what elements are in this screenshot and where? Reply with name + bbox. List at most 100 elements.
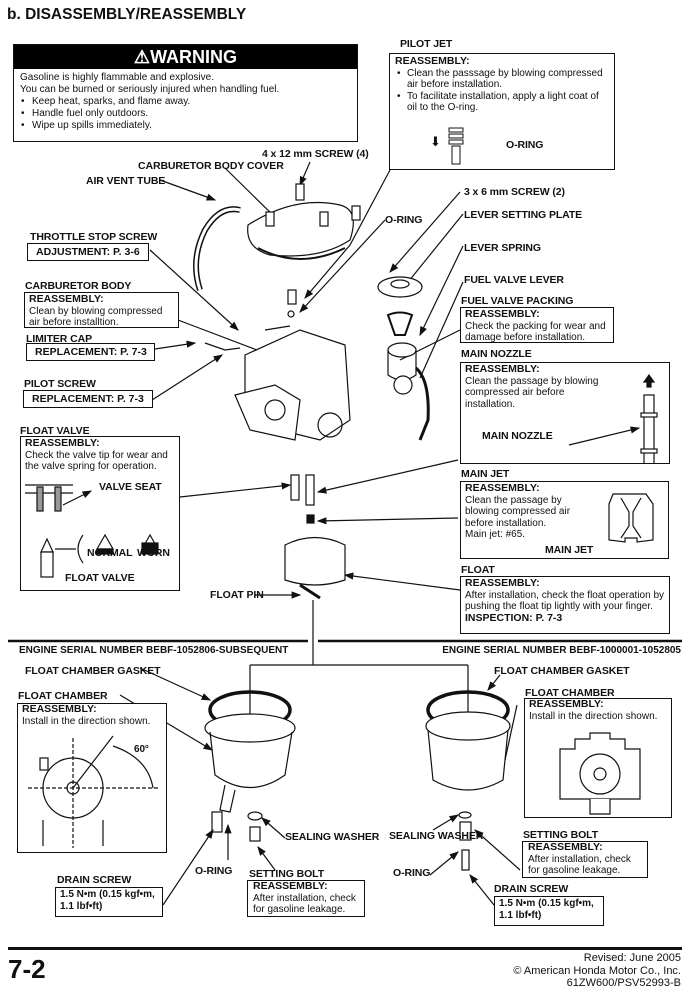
warning-line: You can be burned or seriously injured w… — [20, 84, 280, 95]
valve-seat-label: VALVE SEAT — [99, 481, 162, 493]
main-jet-box: REASSEMBLY: Clean the passage by blowing… — [460, 481, 669, 559]
warning-line: Gasoline is highly flammable and explosi… — [20, 72, 214, 83]
fuel-valve-packing-text: Check the packing for wear and damage be… — [465, 320, 606, 344]
pilot-jet-label: PILOT JET — [400, 38, 453, 50]
warning-header: ⚠WARNING — [14, 45, 357, 69]
limiter-cap-label: LIMITER CAP — [26, 333, 92, 345]
float-valve-label: FLOAT VALVE — [20, 425, 90, 437]
box-heading: REASSEMBLY: — [465, 308, 540, 320]
fuel-valve-packing-box: REASSEMBLY: Check the packing for wear a… — [460, 307, 614, 343]
throttle-stop-screw-label: THROTTLE STOP SCREW — [30, 231, 158, 243]
left-float-chamber-box: REASSEMBLY: Install in the direction sho… — [17, 703, 167, 853]
warning-heading: WARNING — [150, 47, 238, 67]
fuel-valve-lever-label: FUEL VALVE LEVER — [464, 274, 564, 286]
left-chamber-orientation-diagram — [28, 735, 158, 848]
leader-float-valve — [179, 482, 292, 498]
box-heading: REASSEMBLY: — [395, 55, 470, 67]
pilot-jet-box: REASSEMBLY: Clean the passsage by blowin… — [389, 53, 615, 170]
main-jet-inner-label: MAIN JET — [545, 544, 594, 556]
right-chamber-text: Install in the direction shown. — [529, 710, 658, 722]
right-drain-screw-torque: 1.5 N•m (0.15 kgf•m, 1.1 lbf•ft) — [494, 896, 604, 926]
serial-right: ENGINE SERIAL NUMBER BEBF-1000001-105280… — [442, 645, 681, 656]
fuel-valve-packing-label: FUEL VALVE PACKING — [461, 295, 574, 307]
leader-throttle — [149, 249, 239, 331]
box-heading: REASSEMBLY: — [529, 698, 604, 710]
right-setting-text: After installation, check for gasoline l… — [528, 853, 631, 877]
leader-carb-body — [177, 319, 271, 356]
leader-air-vent — [159, 179, 217, 201]
box-heading: REASSEMBLY: — [528, 841, 603, 853]
doc-code: 61ZW600/PSV52993-B — [566, 977, 681, 989]
left-setting-bolt-box: REASSEMBLY: After installation, check fo… — [247, 880, 365, 917]
carburetor-body-text: Clean by blowing compressed air before i… — [29, 305, 163, 329]
carburetor-body-box: REASSEMBLY: Clean by blowing compressed … — [24, 292, 179, 328]
valve-diagram-icon — [25, 484, 160, 578]
leader-float — [343, 572, 461, 591]
pilot-jet-o-ring-label: O-RING — [506, 139, 544, 151]
carburetor-body-cover-label: CARBURETOR BODY COVER — [138, 160, 284, 172]
angle-label: 60° — [134, 744, 149, 755]
main-jet-text: Clean the passage by blowing compressed … — [465, 494, 571, 529]
main-nozzle-icon — [568, 373, 658, 463]
warning-box: ⚠WARNING Gasoline is highly flammable an… — [13, 44, 358, 142]
left-drain-screw-torque: 1.5 N•m (0.15 kgf•m, 1.1 lbf•ft) — [55, 887, 163, 917]
main-jet-icon — [608, 493, 654, 543]
leader-main-jet — [316, 517, 459, 525]
throttle-stop-screw-ref: ADJUSTMENT: P. 3-6 — [27, 243, 149, 261]
warning-bullet: Keep heat, sparks, and flame away. — [21, 96, 351, 108]
box-heading: REASSEMBLY: — [29, 293, 104, 305]
box-heading: REASSEMBLY: — [465, 482, 540, 494]
warning-bullet: Wipe up spills immediately. — [21, 120, 351, 132]
leader-fuel-lever — [419, 281, 464, 379]
leader-lever-spring — [419, 245, 464, 337]
float-label: FLOAT — [461, 564, 495, 576]
footer-divider — [8, 947, 682, 950]
left-gasket-label: FLOAT CHAMBER GASKET — [25, 665, 161, 677]
leader-screw-3x6 — [389, 191, 461, 273]
float-valve-box: REASSEMBLY: Check the valve tip for wear… — [20, 436, 180, 591]
right-setting-bolt-box: REASSEMBLY: After installation, check fo… — [522, 841, 648, 878]
box-heading: REASSEMBLY: — [465, 363, 540, 375]
warning-triangle-icon: ⚠ — [133, 47, 151, 67]
leader-pilot-jet — [304, 169, 391, 299]
left-setting-bolt-label: SETTING BOLT — [249, 868, 325, 880]
float-box: REASSEMBLY: After installation, check th… — [460, 576, 670, 634]
left-o-ring-label: O-RING — [195, 865, 233, 877]
footer-info: Revised: June 2005 © American Honda Moto… — [513, 952, 681, 990]
right-setting-bolt-label: SETTING BOLT — [523, 829, 599, 841]
screw-4x12-label: 4 x 12 mm SCREW (4) — [262, 148, 369, 160]
right-drain-screw-label: DRAIN SCREW — [494, 883, 569, 895]
screw-3x6-label: 3 x 6 mm SCREW (2) — [464, 186, 565, 198]
main-nozzle-box: REASSEMBLY: Clean the passage by blowing… — [460, 362, 670, 464]
pilot-jet-icon — [448, 127, 464, 165]
float-text: After installation, check the float oper… — [465, 589, 665, 613]
pilot-jet-bullet: Clean the passsage by blowing compressed… — [397, 68, 609, 91]
float-inspection-ref: INSPECTION: P. 7-3 — [465, 611, 563, 624]
main-jet-label: MAIN JET — [461, 468, 510, 480]
pilot-jet-bullet: To facilitate installation, apply a ligh… — [397, 91, 609, 114]
section-title: b. DISASSEMBLY/REASSEMBLY — [7, 6, 247, 23]
pilot-screw-ref: REPLACEMENT: P. 7-3 — [23, 390, 153, 408]
float-valve-inner-label: FLOAT VALVE — [65, 572, 135, 584]
leader-main-nozzle — [316, 459, 459, 494]
left-chamber-text: Install in the direction shown. — [22, 715, 151, 727]
right-chamber-orientation-diagram — [559, 732, 641, 815]
box-heading: REASSEMBLY: — [22, 703, 97, 715]
box-heading: REASSEMBLY: — [25, 437, 100, 449]
right-float-chamber-label: FLOAT CHAMBER — [525, 687, 615, 699]
air-vent-tube-label: AIR VENT TUBE — [86, 175, 166, 187]
box-heading: REASSEMBLY: — [465, 577, 540, 589]
left-sealing-washer-label: SEALING WASHER — [285, 831, 380, 843]
serial-left: ENGINE SERIAL NUMBER BEBF-1052806-SUBSEQ… — [19, 645, 289, 656]
copyright: © American Honda Motor Co., Inc. — [513, 964, 681, 977]
main-nozzle-text: Clean the passage by blowing compressed … — [465, 375, 599, 410]
revised-date: Revised: June 2005 — [583, 952, 681, 964]
left-float-chamber-label: FLOAT CHAMBER — [18, 690, 108, 702]
limiter-cap-ref: REPLACEMENT: P. 7-3 — [26, 343, 155, 361]
main-nozzle-label: MAIN NOZZLE — [461, 348, 532, 360]
leader-o-ring-top — [299, 219, 386, 313]
down-arrow-icon: ⬇ — [430, 134, 441, 149]
o-ring-label: O-RING — [385, 214, 423, 226]
left-drain-screw-label: DRAIN SCREW — [57, 874, 132, 886]
